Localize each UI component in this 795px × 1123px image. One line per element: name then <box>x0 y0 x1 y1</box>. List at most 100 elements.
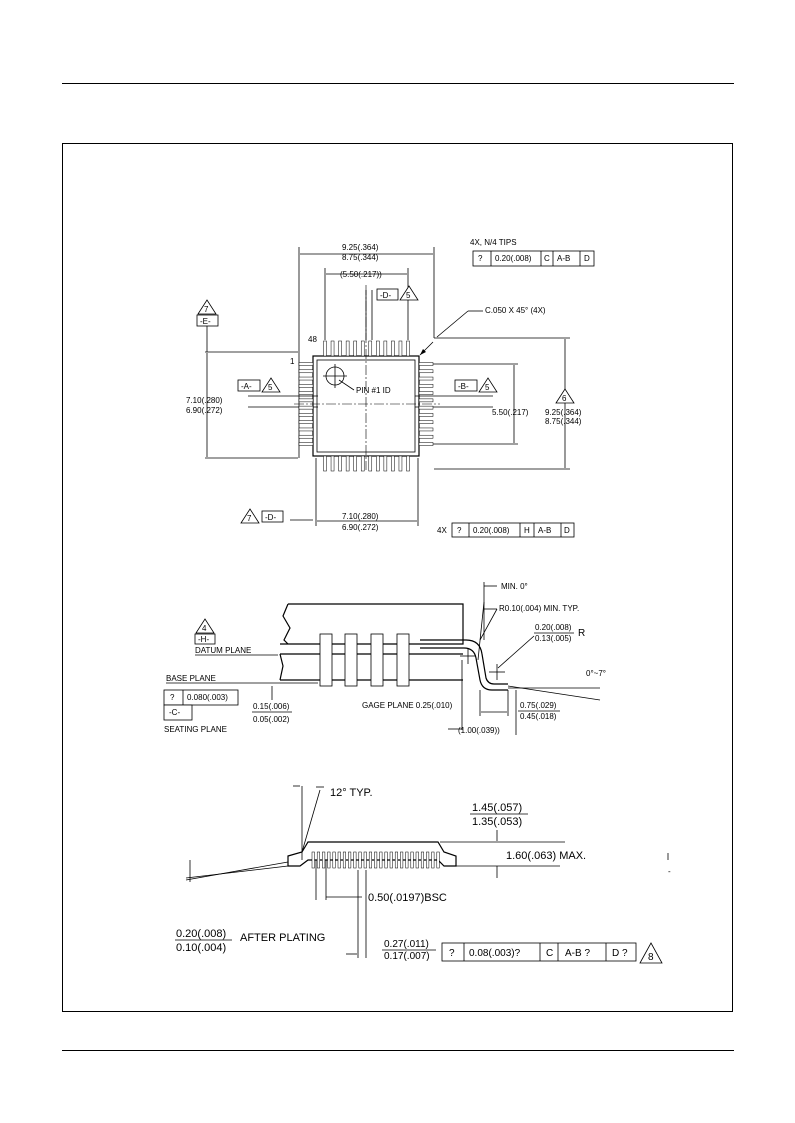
svg-text:C: C <box>544 254 550 263</box>
pin-right <box>418 420 434 424</box>
datum-b-box <box>454 379 478 392</box>
lead-3 <box>370 633 384 687</box>
svg-text:7: 7 <box>204 305 209 314</box>
body-height-max: 1.45(.057) <box>472 802 522 814</box>
pins-right-column <box>418 362 434 446</box>
pin-bottom <box>330 455 335 472</box>
pin-left <box>298 442 314 446</box>
lead-4 <box>396 633 410 687</box>
fcf-front: ? 0.08(.003)? C A-B ? D ? <box>441 942 637 962</box>
flag-5-top <box>399 285 419 301</box>
lead-width-max: 0.27(.011) <box>384 939 429 950</box>
pin-bottom <box>323 455 327 472</box>
pin1-label: PIN #1 ID <box>356 386 391 395</box>
dim-right-outer-max: 9.25(.364) <box>545 408 582 417</box>
after-plating: AFTER PLATING <box>240 932 325 944</box>
pin-bottom <box>406 455 410 472</box>
svg-text:A-B: A-B <box>538 526 551 535</box>
svg-text:0.20(.008): 0.20(.008) <box>473 526 510 535</box>
angle-note: 12° TYP. <box>330 787 373 799</box>
svg-text:C: C <box>546 948 553 959</box>
r-dim-max: 0.20(.008) <box>535 623 572 632</box>
min-angle: MIN. 0° <box>501 582 528 591</box>
pin-left <box>298 384 314 388</box>
angle-label: 0°~7° <box>586 669 606 678</box>
front-lead <box>358 851 362 869</box>
r-dim-min: 0.13(.005) <box>535 634 572 643</box>
pin-top <box>368 340 373 357</box>
dim-right-outer-min: 8.75(.344) <box>545 417 582 426</box>
pin-left <box>298 398 314 403</box>
front-view: 12° TYP. 1.45(.057) 1.35(.053) 1.60(.063… <box>175 785 671 964</box>
pin-bottom <box>383 455 388 472</box>
drawing-frame <box>62 143 733 1012</box>
datum-c-box <box>163 704 193 721</box>
front-lead <box>394 851 398 869</box>
datum-a-box <box>237 379 261 392</box>
svg-text:6: 6 <box>562 394 567 403</box>
flag-7-d <box>240 508 260 524</box>
lead-2 <box>344 633 358 687</box>
svg-text:4: 4 <box>202 624 207 633</box>
base-plane: BASE PLANE <box>166 674 216 683</box>
pin-right <box>418 369 434 374</box>
svg-text:A-B: A-B <box>557 254 570 263</box>
svg-text:D: D <box>564 526 570 535</box>
lead-bend-outer <box>420 639 508 685</box>
radius-note: R0.10(.004) MIN. TYP. <box>499 604 579 613</box>
pin-right <box>418 384 434 388</box>
fcf-bottom-prefix: 4X <box>437 526 447 535</box>
header-rule <box>62 83 734 84</box>
pin-bottom <box>353 455 357 472</box>
pin-bottom <box>338 455 342 472</box>
dim-left-min: 6.90(.272) <box>186 406 223 415</box>
pin-right <box>418 391 434 395</box>
pin-right <box>418 398 434 403</box>
foot-len-max: 0.75(.029) <box>520 701 557 710</box>
flag-7-e <box>197 299 217 315</box>
datum-h: -H- <box>198 635 209 644</box>
pin-top <box>391 340 395 357</box>
datum-d-bottom-box <box>261 510 284 523</box>
svg-text:0.08(.003)?: 0.08(.003)? <box>469 948 521 959</box>
gage-plane: GAGE PLANE 0.25(.010) <box>362 701 453 710</box>
front-lead <box>410 851 414 869</box>
pin-left <box>298 413 314 417</box>
datum-plane: DATUM PLANE <box>195 646 251 655</box>
pin-top <box>406 340 410 357</box>
svg-text:H: H <box>524 526 530 535</box>
dim-body-total-min: 8.75(.344) <box>342 253 379 262</box>
front-leads <box>311 851 440 869</box>
front-lead <box>405 851 409 869</box>
front-lead <box>368 851 372 869</box>
lead-thick-max: 0.20(.008) <box>176 928 226 940</box>
front-lead <box>322 851 326 869</box>
pin-top <box>323 340 327 357</box>
front-lead <box>374 851 378 869</box>
datum-e-box <box>196 314 219 327</box>
pin-top <box>330 340 335 357</box>
datum-e: -E- <box>200 317 211 326</box>
side-view: MIN. 0° R0.10(.004) MIN. TYP. 0.20(.008)… <box>163 582 606 735</box>
dim-lead-span: (5.50(.217)) <box>340 270 382 279</box>
front-lead <box>337 851 341 869</box>
datum-d-bottom: -D- <box>265 513 276 522</box>
pin-right <box>418 442 434 446</box>
fcf-seating: ? 0.080(.003) <box>163 689 239 706</box>
svg-text:D: D <box>584 254 590 263</box>
pin-left <box>298 362 314 366</box>
front-lead <box>363 851 367 869</box>
front-lead <box>384 851 388 869</box>
front-lead <box>327 851 331 869</box>
svg-text:8: 8 <box>648 952 654 963</box>
chamfer-note: C.050 X 45° (4X) <box>485 306 546 315</box>
pin-left <box>298 376 314 381</box>
svg-text:5: 5 <box>485 383 490 392</box>
tips-note: 4X, N/4 TIPS <box>470 238 517 247</box>
standoff-min: 0.05(.002) <box>253 715 290 724</box>
flag-4 <box>195 618 215 634</box>
pin-48-label: 48 <box>308 335 317 344</box>
max-height: 1.60(.063) MAX. <box>506 850 586 862</box>
pins-top-row <box>323 340 410 357</box>
